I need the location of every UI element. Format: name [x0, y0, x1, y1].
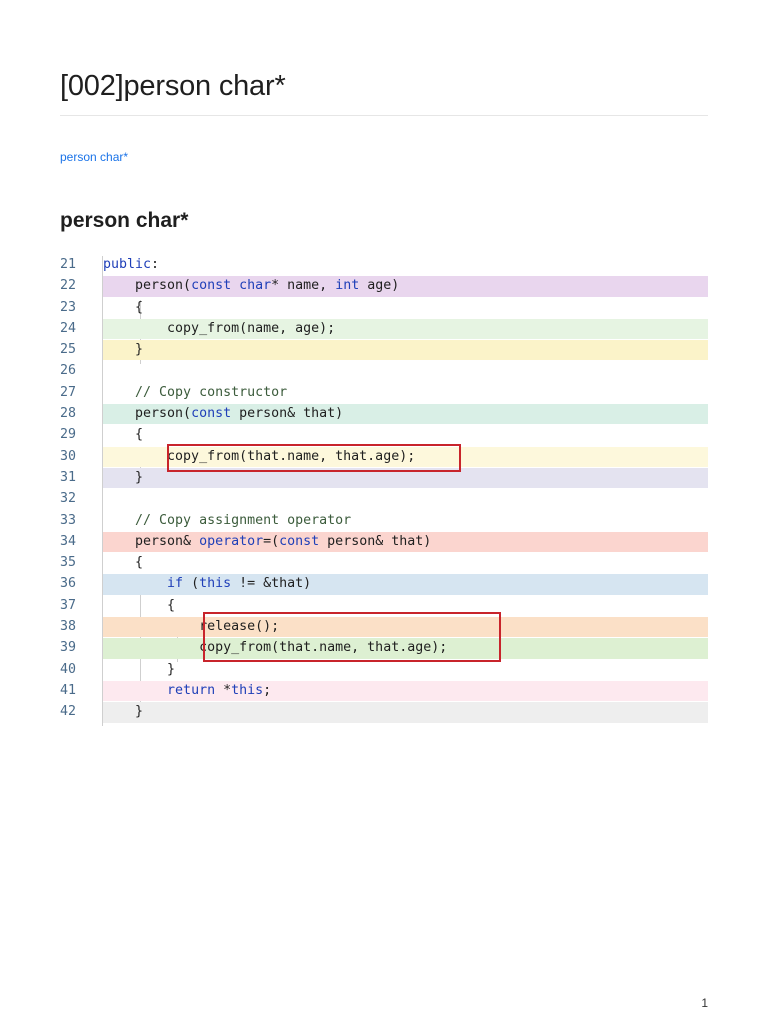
- page-number: 1: [701, 996, 708, 1010]
- code-line: 27 // Copy constructor: [60, 382, 708, 403]
- line-number: 38: [60, 619, 77, 635]
- line-number: 23: [60, 299, 77, 315]
- line-highlight: [103, 467, 708, 489]
- code-text: }: [103, 661, 176, 677]
- code-line: 37 {: [60, 595, 708, 616]
- code-gutter-line: [102, 256, 103, 726]
- code-text: copy_from(that.name, that.age);: [103, 640, 448, 656]
- code-text: copy_from(that.name, that.age);: [103, 448, 416, 464]
- code-line: 34 person& operator=(const person& that): [60, 531, 708, 553]
- code-line: 21 public:: [60, 254, 708, 275]
- code-block: 21 public: 22 person(const char* name, int…: [60, 254, 708, 723]
- code-line: 38 release();: [60, 616, 708, 638]
- highlight-box-copy-constructor-body: [167, 444, 461, 472]
- line-number: 30: [60, 448, 77, 464]
- title-divider: [60, 115, 708, 116]
- code-text: copy_from(name, age);: [103, 320, 336, 336]
- line-number: 40: [60, 661, 77, 677]
- line-highlight: [103, 340, 708, 361]
- line-number: 34: [60, 533, 77, 549]
- highlight-box-assignment-body: [203, 612, 501, 662]
- line-number: 21: [60, 257, 77, 272]
- toc-link-person-char[interactable]: person char*: [60, 150, 129, 164]
- code-line: 24 copy_from(name, age);: [60, 318, 708, 340]
- line-highlight: [103, 446, 708, 467]
- line-number: 35: [60, 555, 77, 571]
- line-number: 31: [60, 469, 77, 485]
- line-number: 24: [60, 320, 77, 336]
- code-text: // Copy assignment operator: [103, 512, 352, 528]
- code-line: 39 copy_from(that.name, that.age);: [60, 637, 708, 659]
- code-line: 41 return *this;: [60, 680, 708, 702]
- line-highlight: [103, 574, 708, 595]
- code-line: 35 {: [60, 552, 708, 573]
- code-text: if (this != &that): [167, 576, 312, 592]
- line-highlight: [103, 680, 708, 702]
- code-text: {: [103, 555, 144, 571]
- line-number: 42: [60, 704, 77, 720]
- line-number: 29: [60, 427, 77, 443]
- code-line: 31 }: [60, 467, 708, 489]
- code-line: 36 if (this != &that): [60, 573, 708, 595]
- code-text: // Copy constructor: [103, 384, 288, 400]
- line-number: 37: [60, 597, 77, 613]
- line-number: 32: [60, 491, 77, 507]
- line-number: 28: [60, 406, 77, 422]
- code-line: 32: [60, 488, 708, 509]
- page-title: [002]person char*: [60, 70, 286, 102]
- code-line: 33 // Copy assignment operator: [60, 510, 708, 531]
- code-text: public:: [103, 257, 160, 272]
- line-highlight: [103, 318, 708, 340]
- code-line: 29 {: [60, 424, 708, 445]
- code-text: person(const person& that): [103, 406, 344, 422]
- line-number: 39: [60, 640, 77, 656]
- line-highlight: [103, 617, 708, 638]
- code-text: }: [103, 469, 144, 485]
- code-text: person(const char* name, int age): [103, 278, 400, 294]
- code-line: 22 person(const char* name, int age): [60, 275, 708, 297]
- line-highlight: [103, 531, 708, 553]
- code-text: }: [103, 704, 144, 720]
- line-highlight: [103, 638, 708, 659]
- line-number: 25: [60, 342, 77, 358]
- code-text: {: [103, 299, 144, 315]
- line-highlight: [103, 404, 708, 425]
- section-heading: person char*: [60, 209, 189, 232]
- code-text: person& operator=(const person& that): [103, 533, 432, 549]
- line-number: 41: [60, 682, 77, 698]
- line-highlight: [103, 702, 708, 723]
- code-line: 23 {: [60, 297, 708, 318]
- code-text: return *this;: [167, 682, 272, 698]
- code-line: 40 }: [60, 659, 708, 680]
- code-line: 28 person(const person& that): [60, 403, 708, 425]
- code-line: 30 copy_from(that.name, that.age);: [60, 446, 708, 467]
- line-number: 22: [60, 278, 77, 294]
- line-number: 33: [60, 512, 77, 528]
- code-line: 42 }: [60, 701, 708, 723]
- code-text: release();: [103, 619, 280, 635]
- line-number: 26: [60, 363, 77, 379]
- code-text: }: [103, 342, 144, 358]
- code-text: {: [103, 597, 176, 613]
- line-highlight: [103, 276, 708, 297]
- code-text: {: [103, 427, 144, 443]
- code-line: 26: [60, 360, 708, 381]
- code-line: 25 }: [60, 339, 708, 361]
- line-number: 36: [60, 576, 77, 592]
- line-number: 27: [60, 384, 77, 400]
